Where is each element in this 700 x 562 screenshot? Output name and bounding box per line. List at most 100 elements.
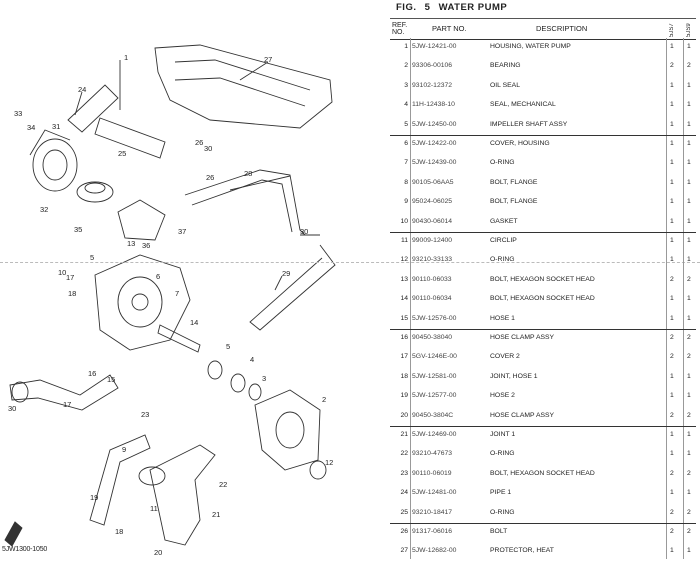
ref-no: 2 <box>404 62 408 70</box>
qty-model-b: 2 <box>687 334 691 341</box>
qty-model-b: 1 <box>687 198 691 206</box>
qty-model-b: 1 <box>687 314 691 322</box>
part-number: 5JW-12469-00 <box>412 431 457 438</box>
description: O-RING <box>490 256 515 264</box>
callout-number: 26 <box>206 173 214 182</box>
part-number: 90105-06AA5 <box>412 178 454 186</box>
table-row: 2 93306-00106 BEARING 2 2 <box>390 57 696 76</box>
description: BOLT, HEXAGON SOCKET HEAD <box>490 275 595 283</box>
part-number: 93306-00106 <box>412 62 453 70</box>
qty-model-a: 2 <box>670 469 674 477</box>
description: O-RING <box>490 159 515 167</box>
ref-no: 16 <box>400 334 408 341</box>
description: HOSE 2 <box>490 392 515 400</box>
description: BOLT <box>490 528 508 535</box>
qty-model-b: 1 <box>687 159 691 167</box>
callout-number: 7 <box>175 289 179 298</box>
description: BEARING <box>490 62 521 70</box>
qty-model-b: 1 <box>687 256 691 264</box>
figure-name: WATER PUMP <box>438 2 508 13</box>
part-number: 5JW-12450-00 <box>412 120 457 128</box>
callout-number: 11 <box>150 504 158 513</box>
part-number: 90430-06014 <box>412 217 453 225</box>
qty-model-b: 1 <box>687 431 691 438</box>
qty-model-a: 1 <box>670 81 674 89</box>
qty-model-b: 2 <box>687 528 691 535</box>
table-row: 21 5JW-12469-00 JOINT 1 1 1 <box>390 426 696 445</box>
qty-model-b: 2 <box>687 411 691 419</box>
callout-number: 31 <box>52 122 60 131</box>
ref-no: 24 <box>400 489 408 497</box>
qty-model-a: 1 <box>670 101 674 109</box>
qty-model-b: 1 <box>687 489 691 497</box>
description: COVER 2 <box>490 353 520 361</box>
part-number: 93102-12372 <box>412 81 453 89</box>
group-separator <box>390 426 696 427</box>
ref-no: 4 <box>404 101 408 109</box>
part-number: 5JW-12422-00 <box>412 140 457 147</box>
callout-number: 16 <box>88 369 96 378</box>
description: CIRCLIP <box>490 237 517 244</box>
callout-number: 13 <box>127 239 135 248</box>
callout-number: 37 <box>178 227 186 236</box>
group-separator <box>390 232 696 233</box>
callout-number: 29 <box>282 269 290 278</box>
heat-protector <box>154 44 333 129</box>
qty-model-b: 2 <box>687 62 691 70</box>
header-model-a: 5JS7 <box>669 23 675 37</box>
qty-model-a: 1 <box>670 314 674 322</box>
description: O-RING <box>490 508 515 516</box>
qty-model-b: 1 <box>687 217 691 225</box>
qty-model-a: 2 <box>670 528 674 535</box>
qty-model-a: 1 <box>670 256 674 264</box>
ref-no: 21 <box>400 431 408 438</box>
callout-number: 10 <box>58 268 66 277</box>
part-number: 5JW-12581-00 <box>412 372 457 380</box>
qty-model-b: 1 <box>687 81 691 89</box>
ref-no: 3 <box>404 81 408 89</box>
callout-number: 6 <box>156 272 160 281</box>
part-number: 5JW-12439-00 <box>412 159 457 167</box>
parts-table: FIG. 5 WATER PUMP REF. NO. PART NO. DESC… <box>368 0 700 559</box>
description: BOLT, FLANGE <box>490 198 538 206</box>
qty-model-a: 1 <box>670 198 674 206</box>
qty-model-a: 1 <box>670 489 674 497</box>
qty-model-a: 1 <box>670 43 674 50</box>
ref-no: 27 <box>400 547 408 555</box>
description: BOLT, HEXAGON SOCKET HEAD <box>490 295 595 303</box>
description: HOUSING, WATER PUMP <box>490 43 571 50</box>
part-number: 11H-12438-10 <box>412 101 455 109</box>
callout-number: 35 <box>74 225 82 234</box>
callout-number: 34 <box>27 123 35 132</box>
part-number: 93210-47673 <box>412 450 453 458</box>
qty-model-b: 1 <box>687 392 691 400</box>
qty-model-a: 2 <box>670 62 674 70</box>
description: PIPE 1 <box>490 489 512 497</box>
callout-number: 24 <box>78 85 86 94</box>
description: GASKET <box>490 217 518 225</box>
description: JOINT 1 <box>490 431 516 438</box>
callout-number: 28 <box>244 169 252 178</box>
callout-number: 22 <box>219 480 227 489</box>
description: BOLT, HEXAGON SOCKET HEAD <box>490 469 595 477</box>
qty-model-a: 1 <box>670 431 674 438</box>
ref-no: 26 <box>400 528 408 535</box>
callout-number: 36 <box>142 241 150 250</box>
description: OIL SEAL <box>490 81 520 89</box>
qty-model-b: 1 <box>687 450 691 458</box>
part-number: 90110-06034 <box>412 295 452 303</box>
part-number: 5GV-1246E-00 <box>412 353 457 361</box>
callout-number: 12 <box>325 458 333 467</box>
callout-number: 5 <box>226 342 230 351</box>
